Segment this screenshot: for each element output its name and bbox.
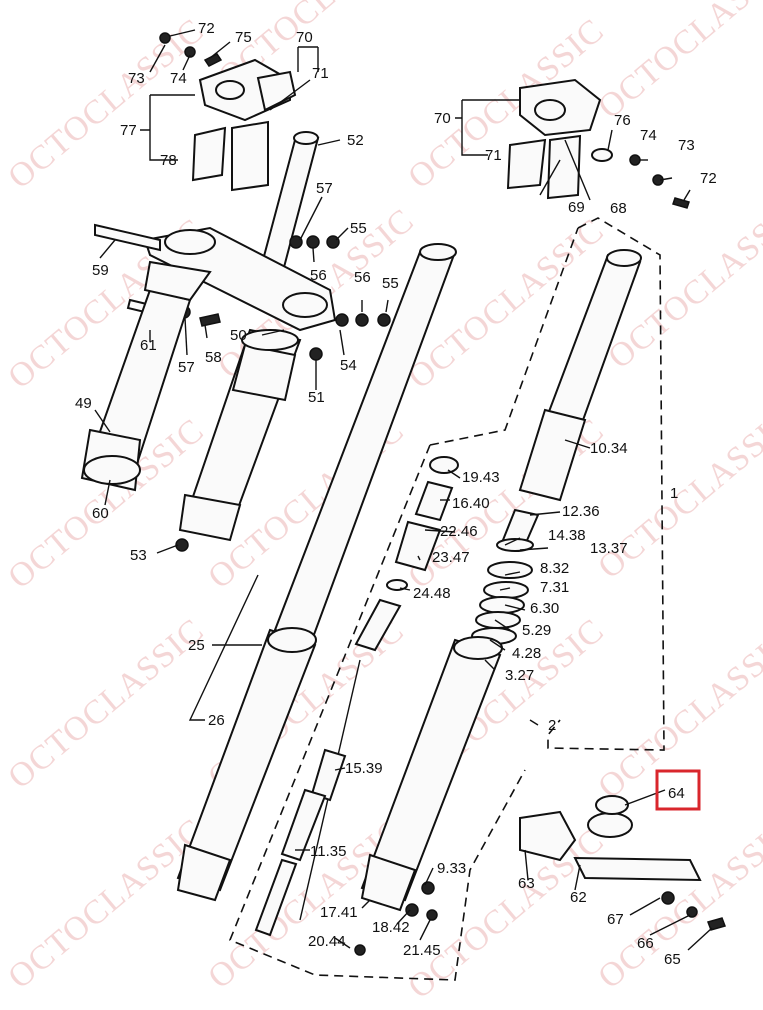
watermark: OCTOCLASSIC bbox=[591, 0, 763, 126]
watermark: OCTOCLASSIC bbox=[1, 612, 211, 796]
callout-76: 76 bbox=[614, 112, 631, 129]
callout-67: 67 bbox=[607, 911, 624, 928]
callout-58: 58 bbox=[205, 349, 222, 366]
assembly-boundary-1 bbox=[547, 217, 665, 751]
callout-50: 50 bbox=[230, 327, 247, 344]
callout-74: 74 bbox=[170, 70, 187, 87]
callout-70: 70 bbox=[296, 29, 313, 46]
callout-21-45: 21.45 bbox=[403, 942, 441, 959]
callout-72: 72 bbox=[700, 170, 717, 187]
watermark: OCTOCLASSIC bbox=[1, 812, 211, 996]
callout-57: 57 bbox=[316, 180, 333, 197]
callout-15-39: 15.39 bbox=[345, 760, 383, 777]
callout-23-47: 23.47 bbox=[432, 549, 470, 566]
callout-8-32: 8.32 bbox=[540, 560, 569, 577]
fork-boot-left bbox=[80, 260, 212, 492]
callout-18-42: 18.42 bbox=[372, 919, 410, 936]
callout-22-46: 22.46 bbox=[440, 523, 478, 540]
callout-9-33: 9.33 bbox=[437, 860, 466, 877]
callout-78: 78 bbox=[160, 152, 177, 169]
assembly-boundary-2 bbox=[228, 227, 579, 981]
callout-labels: 72 73 74 75 70 71 77 78 52 57 55 59 56 5… bbox=[75, 20, 717, 968]
callout-74: 74 bbox=[640, 127, 657, 144]
callout-70: 70 bbox=[434, 110, 451, 127]
callout-1: 1 bbox=[670, 485, 678, 502]
callout-60: 60 bbox=[92, 505, 109, 522]
callout-62: 62 bbox=[570, 889, 587, 906]
callout-66: 66 bbox=[637, 935, 654, 952]
callout-3-27: 3.27 bbox=[505, 667, 534, 684]
axle-holder bbox=[519, 795, 726, 931]
callout-59: 59 bbox=[92, 262, 109, 279]
callout-16-40: 16.40 bbox=[452, 495, 490, 512]
callout-5-29: 5.29 bbox=[522, 622, 551, 639]
leader-lines bbox=[94, 29, 713, 951]
callout-63: 63 bbox=[518, 875, 535, 892]
outer-tube-26 bbox=[176, 627, 317, 902]
top-bracket-right bbox=[506, 78, 690, 209]
callout-55: 55 bbox=[382, 275, 399, 292]
callout-71: 71 bbox=[485, 147, 502, 164]
callout-4-28: 4.28 bbox=[512, 645, 541, 662]
callout-57: 57 bbox=[178, 359, 195, 376]
damper-rod-parts bbox=[254, 456, 459, 956]
callout-52: 52 bbox=[347, 132, 364, 149]
callout-14-38: 14.38 bbox=[548, 527, 586, 544]
callout-73: 73 bbox=[678, 137, 695, 154]
callout-13-37: 13.37 bbox=[590, 540, 628, 557]
callout-75: 75 bbox=[235, 29, 252, 46]
fork-outer-tube-2 bbox=[360, 636, 503, 921]
callout-54: 54 bbox=[340, 357, 357, 374]
fork-boot-right bbox=[175, 328, 302, 552]
callout-56: 56 bbox=[310, 267, 327, 284]
callout-24-48: 24.48 bbox=[413, 585, 451, 602]
callout-26: 26 bbox=[208, 712, 225, 729]
highlight-box-64 bbox=[655, 769, 701, 811]
callout-64: 64 bbox=[668, 785, 685, 802]
callout-17-41: 17.41 bbox=[320, 904, 358, 921]
callout-10-34: 10.34 bbox=[590, 440, 628, 457]
watermark: OCTOCLASSIC bbox=[1, 12, 211, 196]
top-bracket-left bbox=[159, 32, 297, 192]
callout-20-44: 20.44 bbox=[308, 933, 346, 950]
callout-6-30: 6.30 bbox=[530, 600, 559, 617]
watermark: OCTOCLASSIC bbox=[591, 622, 763, 806]
callout-61: 61 bbox=[140, 337, 157, 354]
callout-12-36: 12.36 bbox=[562, 503, 600, 520]
callout-53: 53 bbox=[130, 547, 147, 564]
callout-72: 72 bbox=[198, 20, 215, 37]
callout-51: 51 bbox=[308, 389, 325, 406]
callout-71: 71 bbox=[312, 65, 329, 82]
callout-69: 69 bbox=[568, 199, 585, 216]
watermark: OCTOCLASSIC bbox=[591, 812, 763, 996]
callout-49: 49 bbox=[75, 395, 92, 412]
callout-11-35: 11.35 bbox=[310, 843, 346, 860]
callout-65: 65 bbox=[664, 951, 681, 968]
callout-7-31: 7.31 bbox=[540, 579, 569, 596]
callout-56: 56 bbox=[354, 269, 371, 286]
callout-2: 2 bbox=[548, 717, 556, 734]
callout-77: 77 bbox=[120, 122, 137, 139]
callout-73: 73 bbox=[128, 70, 145, 87]
callout-25: 25 bbox=[188, 637, 205, 654]
fork-inner-tube-1 bbox=[471, 249, 642, 645]
callout-68: 68 bbox=[610, 200, 627, 217]
callout-55: 55 bbox=[350, 220, 367, 237]
callout-19-43: 19.43 bbox=[462, 469, 500, 486]
